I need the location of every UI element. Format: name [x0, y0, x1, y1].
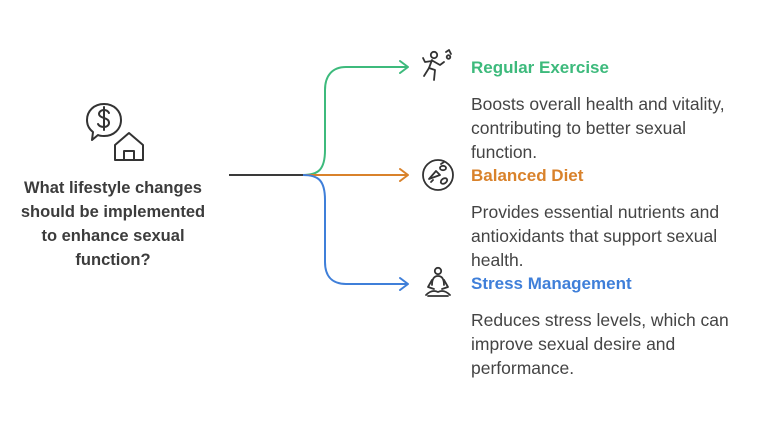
- central-question: What lifestyle changes should be impleme…: [20, 179, 206, 269]
- exercise-icon: [422, 49, 452, 81]
- branch-desc-balanced-diet: Provides essential nutrients and antioxi…: [471, 202, 720, 270]
- connector-stress-management: [302, 174, 408, 285]
- arrowhead-stress-management: [399, 277, 409, 291]
- diet-icon: [422, 159, 454, 191]
- arrowhead-balanced-diet: [399, 168, 409, 182]
- connector-regular-exercise: [302, 66, 408, 176]
- meditation-icon: [425, 266, 451, 297]
- branch-title-balanced-diet: Balanced Diet: [471, 166, 584, 185]
- branch-title-stress-management: Stress Management: [471, 274, 632, 293]
- money-house-icon: [86, 103, 144, 161]
- arrowhead-regular-exercise: [399, 60, 409, 74]
- branch-desc-regular-exercise: Boosts overall health and vitality, cont…: [471, 94, 725, 162]
- branch-title-regular-exercise: Regular Exercise: [471, 58, 609, 77]
- branch-desc-stress-management: Reduces stress levels, which can improve…: [471, 310, 729, 378]
